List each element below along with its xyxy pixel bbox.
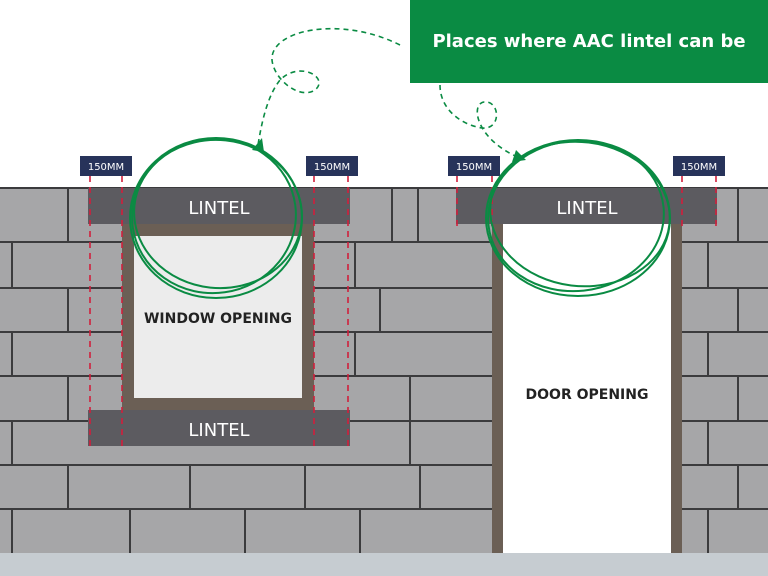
dashed-arrow-door (439, 84, 526, 162)
lintel-label: LINTEL (188, 198, 249, 219)
title-banner: Places where AAC lintel can be used (410, 0, 768, 135)
svg-text:150MM: 150MM (456, 162, 492, 173)
lintel-bottom-left: LINTEL (88, 410, 350, 446)
lintel-label: LINTEL (556, 198, 617, 219)
lintel-top-left: LINTEL (88, 188, 350, 224)
banner-title: Places where AAC lintel can be used (432, 31, 746, 135)
bearing-tag: 150MM (673, 156, 725, 176)
bearing-tag: 150MM (80, 156, 132, 176)
lintel-label: LINTEL (188, 420, 249, 441)
highlight-circle-door (485, 139, 671, 297)
svg-text:150MM: 150MM (88, 162, 124, 173)
bearing-tag: 150MM (448, 156, 500, 176)
svg-text:150MM: 150MM (681, 162, 717, 173)
bearing-tag: 150MM (306, 156, 358, 176)
highlight-circle-window (129, 137, 303, 299)
dashed-arrow-window (252, 27, 401, 152)
lintel-top-right: LINTEL (456, 188, 717, 224)
window-opening-label: WINDOW OPENING (144, 311, 292, 327)
door-opening-label: DOOR OPENING (526, 387, 649, 403)
svg-text:150MM: 150MM (314, 162, 350, 173)
ground-strip (0, 553, 768, 576)
bearing-guides (89, 176, 717, 446)
door: DOOR OPENING (492, 224, 682, 553)
window: WINDOW OPENING (122, 224, 314, 410)
